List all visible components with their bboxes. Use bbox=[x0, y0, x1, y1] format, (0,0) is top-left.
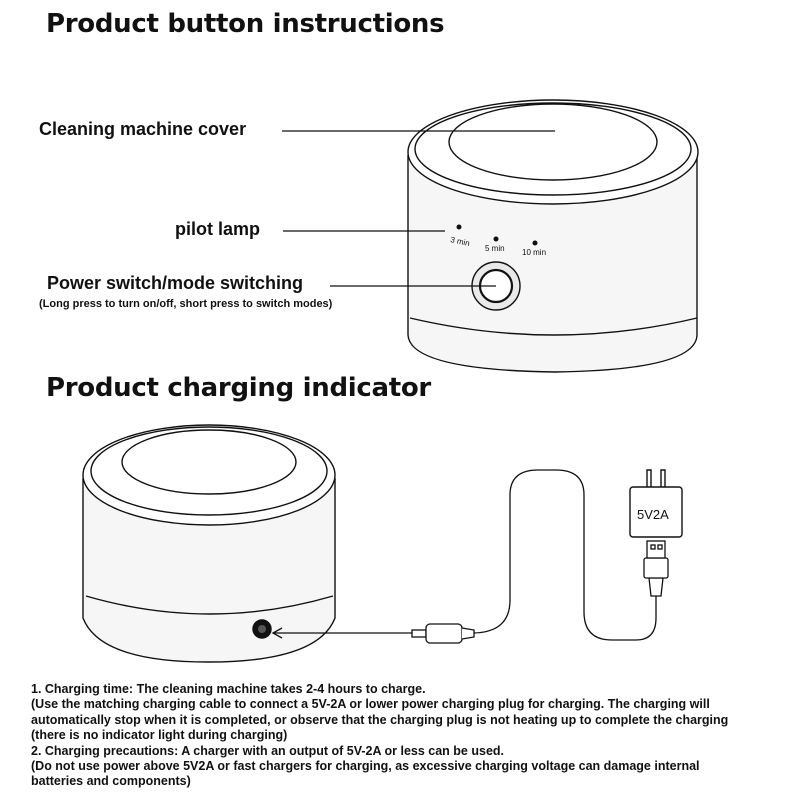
charging-cable bbox=[271, 469, 669, 644]
device-band-line bbox=[85, 595, 334, 615]
usb-a-strain-relief bbox=[648, 577, 664, 597]
section-title-button-instructions: Product button instructions bbox=[46, 9, 445, 39]
note-line: batteries and components) bbox=[31, 774, 191, 789]
usb-a-pin bbox=[650, 544, 656, 550]
label-pilot-lamp: pilot lamp bbox=[175, 219, 260, 239]
note-line: (there is no indicator light during char… bbox=[31, 728, 288, 743]
device-lid-rim bbox=[414, 102, 692, 196]
cleaning-device-bottom bbox=[82, 424, 336, 663]
device-lid-rim bbox=[90, 426, 328, 516]
label-cleaning-machine-cover: Cleaning machine cover bbox=[39, 119, 247, 139]
indicator-dot-5min bbox=[493, 236, 499, 242]
note-line: automatically stop when it is completed,… bbox=[31, 712, 729, 727]
device-body bbox=[82, 478, 336, 663]
indicator-dot-3min bbox=[456, 224, 462, 230]
usb-c-connector bbox=[425, 623, 463, 644]
note-line: 2. Charging precautions: A charger with … bbox=[31, 743, 504, 758]
device-band-line bbox=[409, 317, 698, 336]
mode-label-3min: 3 min bbox=[450, 235, 471, 248]
charger-prong bbox=[660, 469, 666, 487]
label-power-switch-note: (Long press to turn on/off, short press … bbox=[39, 298, 333, 310]
charger-label: 5V2A bbox=[637, 507, 669, 522]
charging-port-inner bbox=[258, 625, 266, 633]
charger-prong bbox=[646, 469, 652, 487]
wall-charger bbox=[629, 469, 683, 538]
indicator-dot-10min bbox=[532, 240, 538, 246]
note-line: (Use the matching charging cable to conn… bbox=[31, 697, 710, 712]
device-lid-inner bbox=[121, 429, 297, 495]
usb-a-body bbox=[643, 557, 669, 579]
cable-wire bbox=[473, 469, 657, 641]
callout-lines-top bbox=[282, 130, 555, 287]
mode-label-10min: 10 min bbox=[522, 248, 546, 257]
cleaning-machine-cover bbox=[448, 103, 658, 181]
usb-c-strain-relief bbox=[461, 627, 475, 640]
charging-notes: 1. Charging time: The cleaning machine t… bbox=[31, 682, 728, 790]
section-title-charging-indicator: Product charging indicator bbox=[46, 373, 431, 403]
usb-a-pin bbox=[657, 544, 663, 550]
charger-body bbox=[629, 486, 683, 538]
device-body bbox=[407, 155, 698, 373]
label-power-switch: Power switch/mode switching bbox=[47, 273, 304, 293]
note-line: (Do not use power above 5V2A or fast cha… bbox=[31, 759, 700, 774]
mode-label-5min: 5 min bbox=[485, 244, 505, 253]
arrow-head bbox=[271, 627, 283, 639]
note-line: 1. Charging time: The cleaning machine t… bbox=[31, 682, 426, 696]
usb-c-tip bbox=[411, 629, 427, 638]
cleaning-device-top bbox=[407, 99, 699, 373]
